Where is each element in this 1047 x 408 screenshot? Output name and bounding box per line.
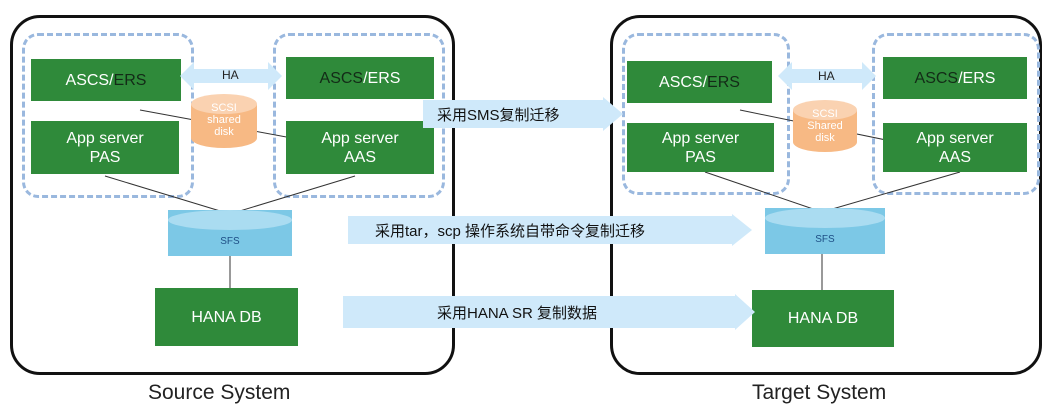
source-ers-label: ERS: [113, 71, 147, 89]
source-pas-line1: App server: [66, 129, 144, 147]
source-hana-db-label: HANA DB: [191, 308, 262, 326]
target-app-pas-box: App server PAS: [627, 123, 774, 172]
target-ha-label: HA: [818, 69, 835, 83]
target-system-caption: Target System: [752, 381, 887, 404]
hana-sr-arrow: [343, 294, 755, 330]
source-app-aas-box: App server AAS: [286, 121, 434, 174]
source-aas-line2: AAS: [343, 148, 376, 166]
source-ascs-ers-box-2: ASCS/ERS: [286, 57, 434, 99]
tar-migration-arrow: [348, 214, 752, 246]
target-ascs2-rest: /ERS: [958, 69, 996, 87]
source-ascs2-prefix: ASCS: [319, 69, 364, 87]
source-system-caption: Source System: [148, 381, 291, 404]
sms-migration-label: 采用SMS复制迁移: [437, 107, 560, 124]
target-aas-line1: App server: [916, 129, 994, 147]
target-ers-label: ERS: [707, 73, 740, 91]
target-ascs-ers-box: ASCS/ERS: [627, 61, 772, 103]
source-app-pas-box: App server PAS: [31, 121, 179, 174]
target-scsi-l1: SCSI: [812, 108, 838, 120]
target-ascs2-prefix: ASCS: [914, 69, 959, 87]
target-sfs-storage: SFS: [765, 208, 885, 254]
sms-migration-arrow: [423, 97, 623, 131]
source-ascs-ers-box: ASCS/ERS: [31, 59, 181, 101]
target-scsi-l2: Shared: [807, 120, 843, 132]
target-ascs-label: ASCS/: [659, 73, 708, 91]
source-scsi-disk: SCSI shared disk: [191, 94, 257, 148]
target-pas-line1: App server: [661, 129, 740, 147]
target-scsi-disk: SCSI Shared disk: [793, 100, 857, 152]
source-aas-line1: App server: [321, 129, 399, 147]
target-scsi-l3: disk: [815, 132, 835, 144]
source-scsi-l1: SCSI: [211, 102, 237, 114]
source-ascs-label: ASCS/: [65, 71, 114, 89]
target-pas-line2: PAS: [685, 148, 716, 166]
tar-migration-label: 采用tar，scp 操作系统自带命令复制迁移: [375, 223, 646, 240]
target-aas-line2: AAS: [938, 148, 971, 166]
source-ha-label: HA: [222, 68, 239, 82]
source-sfs-label: SFS: [220, 236, 240, 247]
target-app-aas-box: App server AAS: [883, 123, 1027, 172]
hana-sr-label: 采用HANA SR 复制数据: [437, 305, 598, 322]
target-hana-db-label: HANA DB: [787, 310, 859, 327]
target-hana-db-box: HANA DB: [752, 290, 894, 347]
source-sfs-storage: SFS: [168, 210, 292, 256]
source-scsi-l3: disk: [214, 126, 234, 138]
source-scsi-l2: shared: [207, 114, 241, 126]
source-ascs2-rest: /ERS: [363, 69, 401, 87]
target-ha-arrow: [778, 62, 876, 90]
target-sfs-label: SFS: [815, 234, 835, 245]
source-pas-line2: PAS: [89, 148, 121, 166]
source-hana-db-box: HANA DB: [155, 288, 298, 346]
target-ascs-ers-box-2: ASCS/ERS: [883, 57, 1027, 99]
source-ha-arrow: [180, 62, 282, 90]
